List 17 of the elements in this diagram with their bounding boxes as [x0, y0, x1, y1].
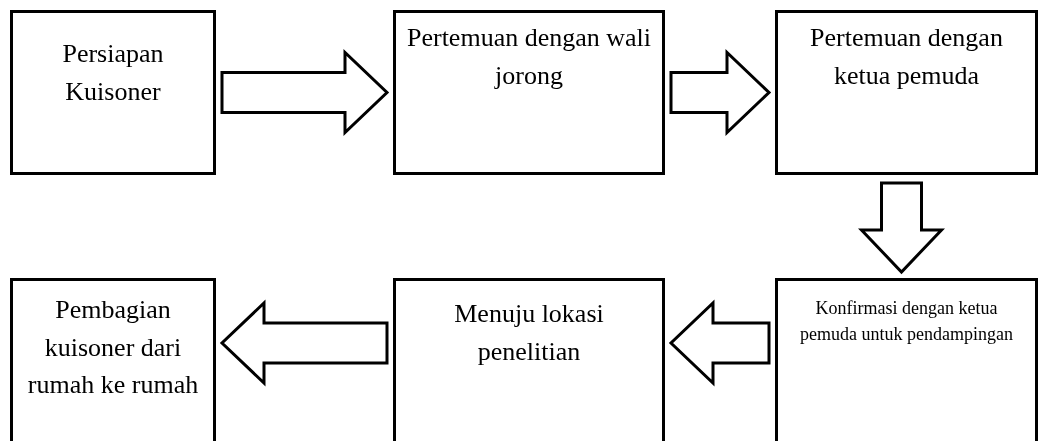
block-arrow: [669, 49, 772, 136]
box-text: Konfirmasi dengan ketua pemuda untuk pendampingan: [799, 297, 1014, 347]
box-text: Menuju lokasi penelitian: [453, 298, 605, 368]
process-box: [775, 278, 1038, 441]
box-text: Pertemuan dengan ketua pemuda: [809, 22, 1004, 92]
process-box: [10, 10, 216, 175]
process-box: [393, 278, 665, 441]
block-arrow: [220, 49, 390, 136]
box-text: Pertemuan dengan wali jorong: [406, 22, 652, 92]
process-box: [10, 278, 216, 441]
box-text: Pembagian kuisoner dari rumah ke rumah: [26, 294, 200, 402]
process-box: [775, 10, 1038, 175]
box-text: Persiapan Kuisoner: [61, 38, 165, 108]
block-arrow: [219, 299, 389, 387]
block-arrow: [858, 181, 945, 275]
block-arrow: [668, 299, 771, 387]
process-box: [393, 10, 665, 175]
